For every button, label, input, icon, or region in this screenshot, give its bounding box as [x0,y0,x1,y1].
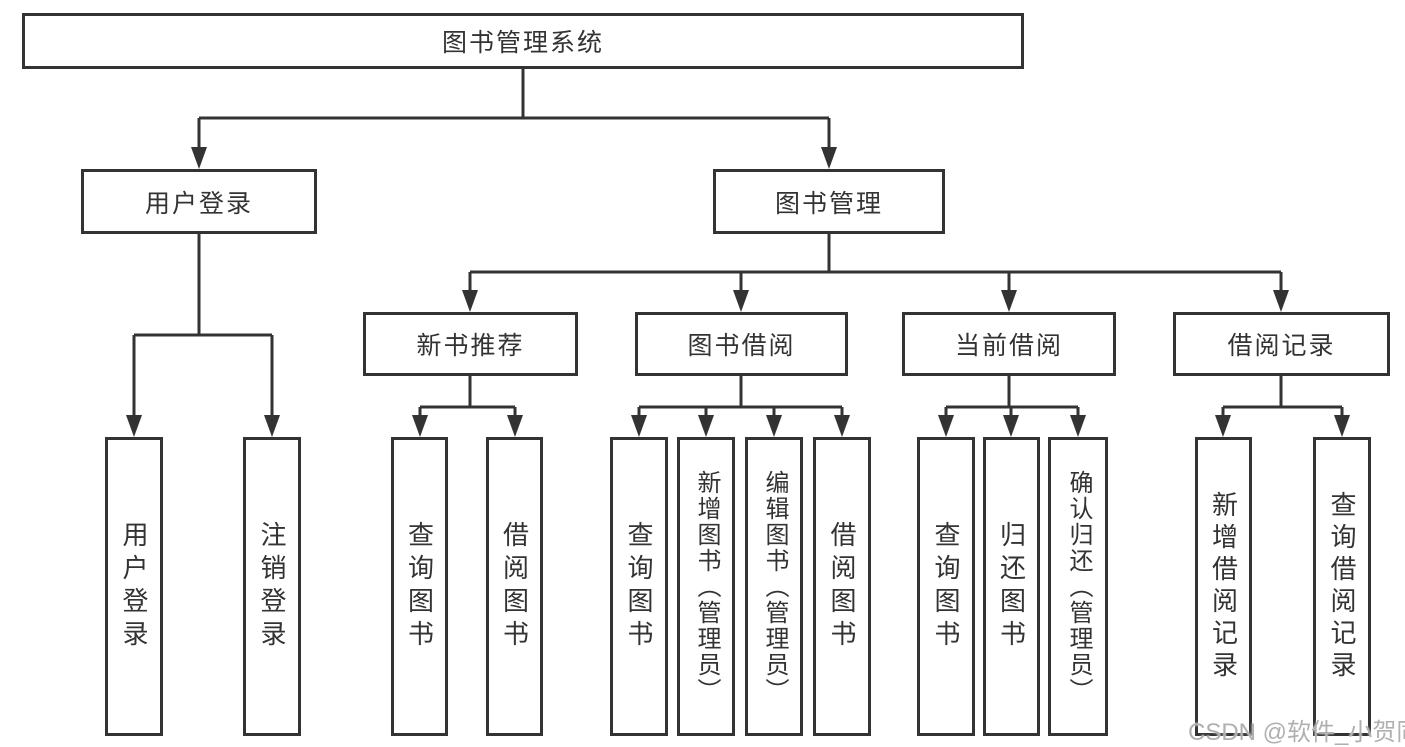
node-leaf-query-books-2-label: 查询图书 [624,520,654,653]
node-module-book-borrow-label: 图书借阅 [687,332,796,360]
node-leaf-edit-books-admin-label: 编辑图书（管理员） [761,469,788,704]
node-leaf-add-books-admin-label: 新增图书（管理员） [693,469,720,704]
node-leaf-add-borrow-record: 新增借阅记录 [1195,437,1252,736]
node-leaf-query-books-2: 查询图书 [610,437,668,736]
node-module-new-books-label: 新书推荐 [416,332,525,360]
node-module-current-borrow: 当前借阅 [902,312,1116,376]
node-leaf-add-borrow-record-label: 新增借阅记录 [1208,490,1239,683]
node-leaf-return-books-label: 归还图书 [996,520,1027,653]
node-leaf-borrow-books-1-label: 借阅图书 [499,520,530,653]
node-leaf-borrow-books-1: 借阅图书 [486,437,543,736]
node-leaf-query-borrow-record: 查询借阅记录 [1313,437,1371,736]
node-leaf-user-login-label: 用户登录 [119,520,149,653]
node-leaf-query-books-1-label: 查询图书 [404,520,435,653]
node-module-new-books: 新书推荐 [363,312,578,376]
node-module-current-borrow-label: 当前借阅 [954,332,1063,360]
node-branch-book-management-label: 图书管理 [774,189,883,218]
node-leaf-add-books-admin: 新增图书（管理员） [677,437,735,736]
node-leaf-logout-label: 注销登录 [257,520,287,653]
node-branch-book-management: 图书管理 [713,169,945,234]
node-leaf-confirm-return-admin: 确认归还（管理员） [1048,437,1108,736]
node-root: 图书管理系统 [22,13,1024,69]
node-leaf-query-books-1: 查询图书 [391,437,448,736]
node-leaf-borrow-books-2: 借阅图书 [813,437,871,736]
node-module-borrow-records: 借阅记录 [1173,312,1390,376]
node-leaf-logout: 注销登录 [243,437,301,736]
node-leaf-query-books-3-label: 查询图书 [931,520,961,653]
node-leaf-user-login: 用户登录 [105,437,163,736]
node-leaf-return-books: 归还图书 [983,437,1040,736]
node-module-book-borrow: 图书借阅 [635,312,848,376]
node-leaf-query-borrow-record-label: 查询借阅记录 [1327,490,1357,683]
node-leaf-query-books-3: 查询图书 [917,437,975,736]
node-leaf-edit-books-admin: 编辑图书（管理员） [745,437,803,736]
csdn-watermark: CSDN @软件_小贺同学 [1188,719,1405,746]
node-branch-user-login-label: 用户登录 [144,189,253,218]
node-leaf-borrow-books-2-label: 借阅图书 [827,520,857,653]
node-root-label: 图书管理系统 [441,29,604,57]
node-module-borrow-records-label: 借阅记录 [1227,332,1336,360]
node-leaf-confirm-return-admin-label: 确认归还（管理员） [1065,469,1092,704]
node-branch-user-login: 用户登录 [81,169,317,234]
